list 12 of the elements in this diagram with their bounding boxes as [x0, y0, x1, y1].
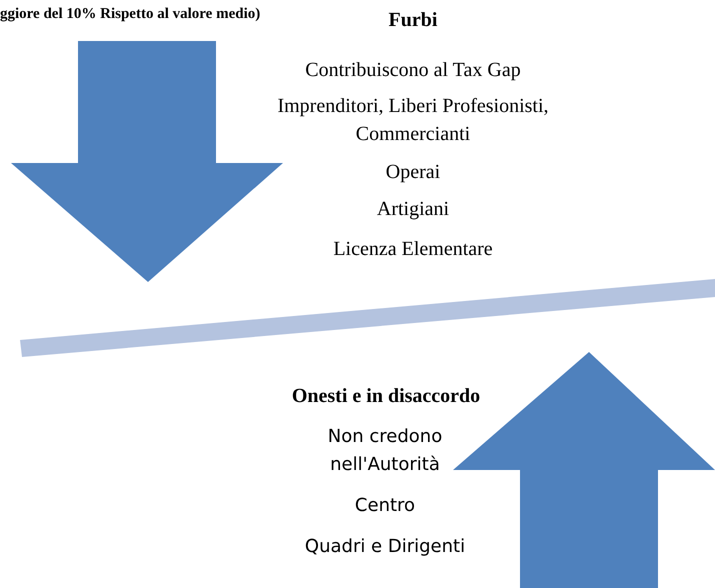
trait-text: Centro: [354, 494, 416, 518]
balance-bar: [20, 279, 715, 357]
trait-text: Imprenditori, Liberi Profesionisti, Commercianti: [276, 94, 550, 147]
trait-text: Operai: [384, 160, 442, 185]
group-heading: Furbi: [388, 8, 438, 33]
trait-text: Non credono nell'Autorità: [326, 425, 444, 477]
trait-text: Artigiani: [376, 197, 450, 222]
heading-text: ggiore del 10% Rispetto al valore medio): [0, 5, 262, 24]
trait-text: Licenza Elementare: [332, 237, 494, 262]
group-heading: Onesti e in disaccordo: [290, 384, 482, 409]
trait-text: Quadri e Dirigenti: [304, 535, 466, 559]
trait-text: Contribuiscono al Tax Gap: [304, 58, 522, 83]
